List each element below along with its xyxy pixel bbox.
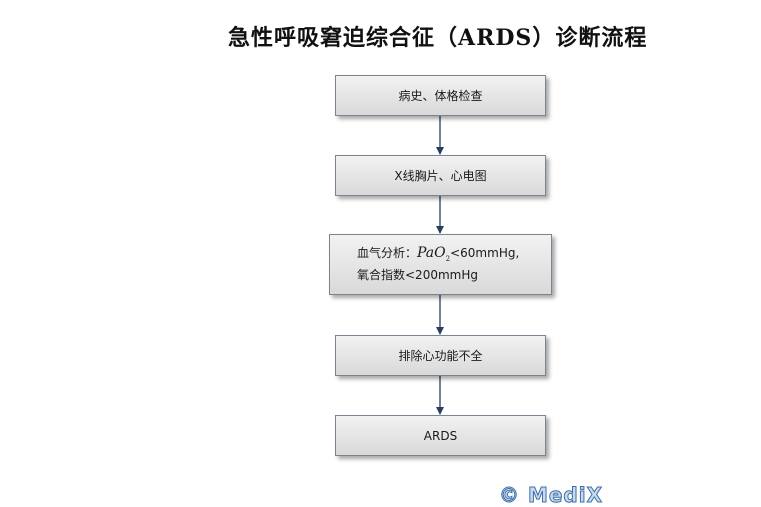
blood-gas-suffix: <60mmHg,: [450, 245, 520, 260]
diagram-title: 急性呼吸窘迫综合征（ARDS）诊断流程: [228, 25, 648, 51]
step-xray-ecg: X线胸片、心电图: [335, 155, 546, 196]
blood-gas-line-1: 血气分析：PaO2<60mmHg,: [357, 245, 519, 268]
blood-gas-line-2: 氧合指数<200mmHg: [357, 268, 478, 283]
step-exclude-heart-failure: 排除心功能不全: [335, 335, 546, 376]
step-xray-ecg-label: X线胸片、心电图: [394, 169, 487, 183]
pao2-subscript: 2: [445, 254, 451, 263]
pao2-main: PaO: [417, 244, 446, 261]
step-ards: ARDS: [335, 415, 546, 456]
pao2-variable: PaO2: [417, 244, 451, 263]
step-ards-label: ARDS: [423, 428, 458, 443]
medix-watermark: © MediX: [498, 483, 604, 507]
step-blood-gas: 血气分析：PaO2<60mmHg, 氧合指数<200mmHg: [329, 234, 552, 295]
step-history-exam-label: 病史、体格检查: [398, 89, 483, 103]
step-history-exam: 病史、体格检查: [335, 75, 546, 116]
blood-gas-prefix: 血气分析：: [357, 245, 418, 260]
step-exclude-heart-failure-label: 排除心功能不全: [398, 349, 483, 363]
